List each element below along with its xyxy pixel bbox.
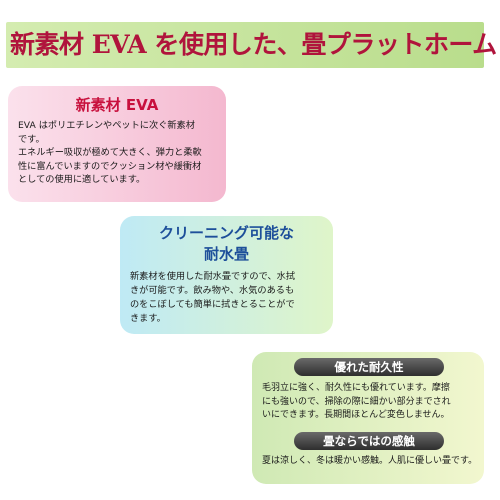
eva-card-line: EVA はポリエチレンやペットに次ぐ新素材 bbox=[18, 120, 195, 131]
eva-card-line: です。 bbox=[18, 133, 45, 145]
eva-card-title: 新素材 EVA bbox=[75, 96, 159, 114]
eva-card-line: エネルギー吸収が極めて大きく、弾力と柔軟 bbox=[18, 147, 202, 158]
eva-card-body: EVA はポリエチレンやペットに次ぐ新素材 です。 エネルギー吸収が極めて大きく… bbox=[18, 119, 224, 187]
cleaning-card-line: 新素材を使用した耐水畳ですので、水拭 bbox=[130, 271, 296, 282]
eva-card-line: としての使用に適しています。 bbox=[18, 174, 146, 185]
cleaning-card-title: クリーニング可能な 耐水畳 bbox=[120, 223, 333, 265]
durability-heading-pill: 優れた耐久性 bbox=[294, 358, 444, 376]
title-banner bbox=[6, 22, 484, 68]
durability-line: 毛羽立に強く、耐久性にも優れています。摩擦 bbox=[262, 383, 450, 393]
cleaning-card-line: きます。 bbox=[130, 313, 166, 324]
texture-heading-pill: 畳ならではの感触 bbox=[294, 432, 444, 450]
texture-body: 夏は涼しく、冬は暖かい感触。人肌に優しい畳です。 bbox=[262, 455, 482, 469]
durability-line: いにできます。長期間ほとんど変色しません。 bbox=[262, 410, 450, 420]
durability-body: 毛羽立に強く、耐久性にも優れています。摩擦 にも強いので、掃除の際に細かい部分ま… bbox=[262, 382, 482, 423]
eva-material-card: 新素材 EVA EVA はポリエチレンやペットに次ぐ新素材 です。 エネルギー吸… bbox=[8, 86, 226, 202]
eva-card-line: 性に富んでいますのでクッション材や緩衝材 bbox=[18, 160, 202, 172]
cleaning-card-line: きが可能です。飲み物や、水気のあるも bbox=[130, 285, 295, 296]
page-title: 新素材 EVA を使用した、畳プラットホーム bbox=[10, 30, 497, 59]
durability-line: にも強いので、掃除の際に細かい部分までされ bbox=[262, 396, 451, 407]
durability-heading: 優れた耐久性 bbox=[334, 360, 404, 374]
texture-line: 夏は涼しく、冬は暖かい感触。人肌に優しい畳です。 bbox=[262, 456, 478, 466]
cleaning-card-line: のをこぼしても簡単に拭きとることがで bbox=[130, 299, 295, 310]
cleaning-card-title-line: クリーニング可能な bbox=[158, 224, 294, 242]
texture-heading: 畳ならではの感触 bbox=[323, 434, 415, 448]
durability-card: 優れた耐久性 毛羽立に強く、耐久性にも優れています。摩擦 にも強いので、掃除の際… bbox=[252, 352, 484, 484]
cleaning-card: クリーニング可能な 耐水畳 新素材を使用した耐水畳ですので、水拭 きが可能です。… bbox=[120, 216, 333, 334]
cleaning-card-title-line: 耐水畳 bbox=[203, 245, 249, 263]
cleaning-card-body: 新素材を使用した耐水畳ですので、水拭 きが可能です。飲み物や、水気のあるも のを… bbox=[130, 270, 330, 326]
